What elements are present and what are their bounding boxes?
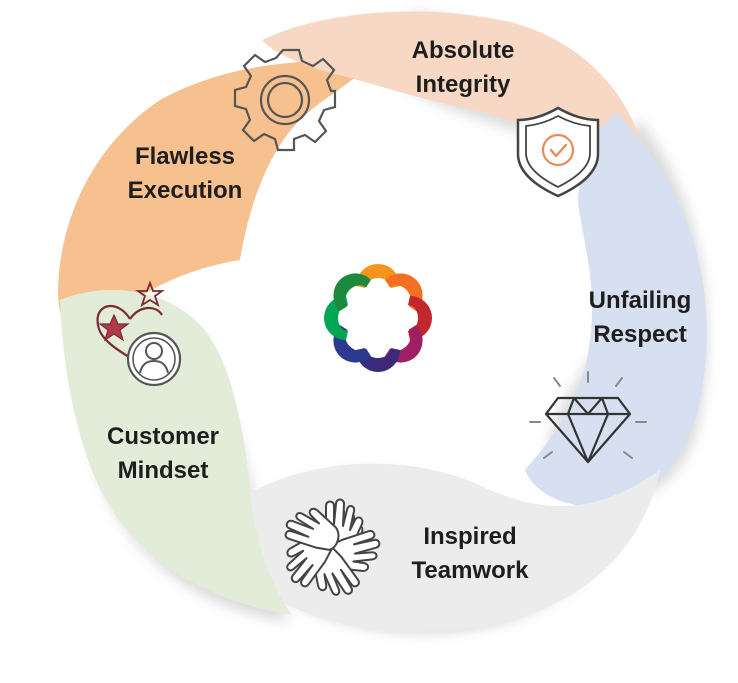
label-customer-mindset: Customer Mindset [106, 423, 220, 484]
label-flawless-execution: Flawless Execution [127, 143, 243, 204]
shield-check-icon [516, 106, 600, 198]
logo-arc [333, 273, 371, 311]
segment-absolute-integrity [262, 11, 644, 250]
segment-flawless-execution [58, 60, 375, 340]
company-logo-icon [324, 264, 432, 372]
diamond-icon [529, 371, 647, 464]
label-absolute-integrity: Absolute Integrity [411, 37, 515, 98]
gear-icon [233, 48, 337, 152]
segment-customer-mindset [60, 290, 292, 615]
customer-stars-icon [96, 280, 182, 387]
label-unfailing-respect: Unfailing Respect [588, 287, 692, 348]
joined-hands-icon [274, 498, 388, 608]
label-inspired-teamwork: Inspired Teamwork [411, 523, 529, 584]
